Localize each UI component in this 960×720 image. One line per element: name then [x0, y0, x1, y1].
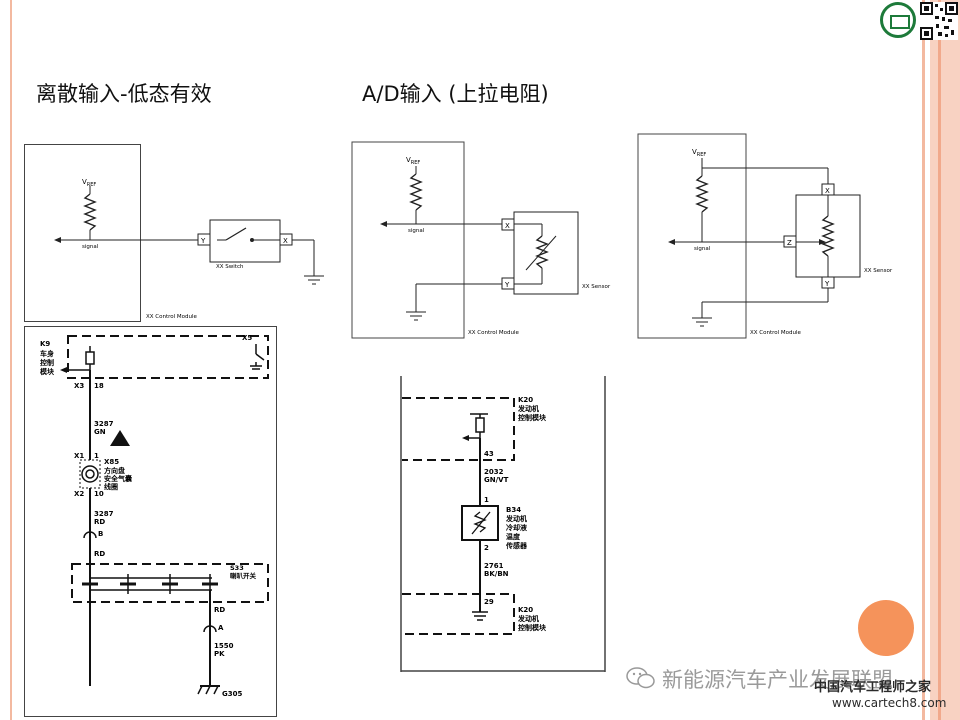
schematic-discrete-input: VREF signal Y X XX Switch XX Control Mod… — [24, 144, 324, 322]
wechat-icon — [626, 666, 656, 690]
svg-text:温度: 温度 — [506, 532, 521, 541]
svg-text:18: 18 — [94, 382, 104, 390]
wire5-num: 1550 — [214, 642, 234, 650]
wire1-color: GN/VT — [484, 476, 509, 484]
clockspring-icon — [81, 465, 99, 483]
wire1-num: 3287 — [94, 420, 114, 428]
svg-text:喇叭开关: 喇叭开关 — [230, 571, 257, 580]
ground-label: G305 — [222, 690, 242, 698]
wechat-watermark: 新能源汽车产业发展联盟 — [662, 668, 893, 692]
signal-label: signal — [408, 228, 425, 234]
module-label: XX Control Module — [146, 314, 198, 320]
accent-circle — [858, 600, 914, 656]
wire5-color: PK — [214, 650, 225, 658]
right-border-stripe-thin — [922, 0, 925, 720]
wire1-color: GN — [94, 428, 106, 436]
signal-label: signal — [82, 244, 99, 250]
svg-text:线圈: 线圈 — [104, 482, 118, 491]
x5-label: X5 — [242, 334, 252, 342]
sensor-label: XX Sensor — [864, 268, 893, 274]
vref-label: VREF — [82, 178, 96, 188]
signal-label: signal — [694, 246, 711, 252]
wire4-color: RD — [214, 606, 225, 614]
pin-x: X — [825, 187, 830, 195]
pin-y: Y — [200, 237, 206, 245]
pin-x: X — [283, 237, 288, 245]
svg-text:发动机: 发动机 — [517, 404, 539, 413]
pin-z: Z — [787, 239, 792, 247]
x3-label: X3 — [74, 382, 84, 390]
thermistor-icon — [473, 511, 487, 533]
x85-label: X85 — [104, 458, 119, 466]
x2-label: X2 — [74, 490, 84, 498]
svg-text:方向盘: 方向盘 — [104, 466, 125, 475]
k20-top-label: K20 — [518, 396, 533, 404]
svg-text:模块: 模块 — [40, 367, 55, 376]
svg-text:传感器: 传感器 — [505, 541, 528, 550]
right-border-stripe-inner — [938, 0, 941, 720]
wire2-color: BK/BN — [484, 570, 509, 578]
x1-label: X1 — [74, 452, 84, 460]
wiring-diagram-coolant-sensor: K20 发动机 控制模块 43 2032 GN/VT 1 B34 发动机 冷却液… — [400, 376, 606, 672]
svg-text:冷却液: 冷却液 — [506, 523, 528, 532]
wire2-num: 3287 — [94, 510, 114, 518]
pin-1: 1 — [484, 496, 489, 504]
svg-text:1: 1 — [94, 452, 99, 460]
svg-text:发动机: 发动机 — [505, 514, 527, 523]
pin-2: 2 — [484, 544, 489, 552]
title-left: 离散输入-低态有效 — [36, 82, 212, 106]
wire1-num: 2032 — [484, 468, 504, 476]
svg-text:控制模块: 控制模块 — [518, 413, 547, 422]
pin-43: 43 — [484, 450, 494, 458]
svg-text:控制模块: 控制模块 — [518, 623, 547, 632]
pin-y: Y — [824, 280, 830, 288]
svg-text:10: 10 — [94, 490, 104, 498]
module-label: XX Control Module — [750, 330, 802, 336]
pin-x: X — [505, 222, 510, 230]
schematic-3-wire-sensor: VREF signal X Z Y XX Sensor XX Control M… — [637, 133, 893, 339]
svg-text:控制: 控制 — [40, 358, 54, 367]
b34-label: B34 — [506, 506, 521, 514]
vref-label: VREF — [406, 156, 420, 166]
s33-label: S33 — [230, 564, 244, 572]
left-border-line — [10, 0, 12, 720]
svg-text:发动机: 发动机 — [517, 614, 539, 623]
title-right: A/D输入 (上拉电阻) — [362, 82, 549, 106]
conn-b: B — [98, 530, 103, 538]
pin-y: Y — [504, 281, 510, 289]
svg-text:安全气囊: 安全气囊 — [104, 474, 133, 483]
module-label: XX Control Module — [468, 330, 520, 336]
warning-icon — [110, 430, 130, 446]
site-watermark-url: www.cartech8.com — [832, 696, 947, 710]
svg-text:车身: 车身 — [40, 349, 54, 358]
k20-bottom-label: K20 — [518, 606, 533, 614]
vref-label: VREF — [692, 148, 706, 158]
right-border-stripe-wide — [930, 0, 960, 720]
wire2-num: 2761 — [484, 562, 504, 570]
wire3-color: RD — [94, 550, 105, 558]
sensor-label: XX Sensor — [582, 284, 611, 290]
k9-label: K9 — [40, 340, 50, 348]
site-watermark-cn: 中国汽车工程师之家 — [814, 680, 932, 695]
wire2-color: RD — [94, 518, 105, 526]
pin-29: 29 — [484, 598, 494, 606]
switch-label: XX Switch — [216, 264, 244, 270]
qr-code-icon — [920, 2, 958, 40]
schematic-ad-input: VREF signal X Y XX Sensor XX Control Mod… — [351, 141, 611, 339]
logo-badge — [880, 2, 916, 38]
conn-a: A — [218, 624, 224, 632]
wiring-diagram-horn: K9 车身 控制 模块 X5 X3 18 3287 GN X1 1 X85 方向… — [24, 326, 277, 717]
